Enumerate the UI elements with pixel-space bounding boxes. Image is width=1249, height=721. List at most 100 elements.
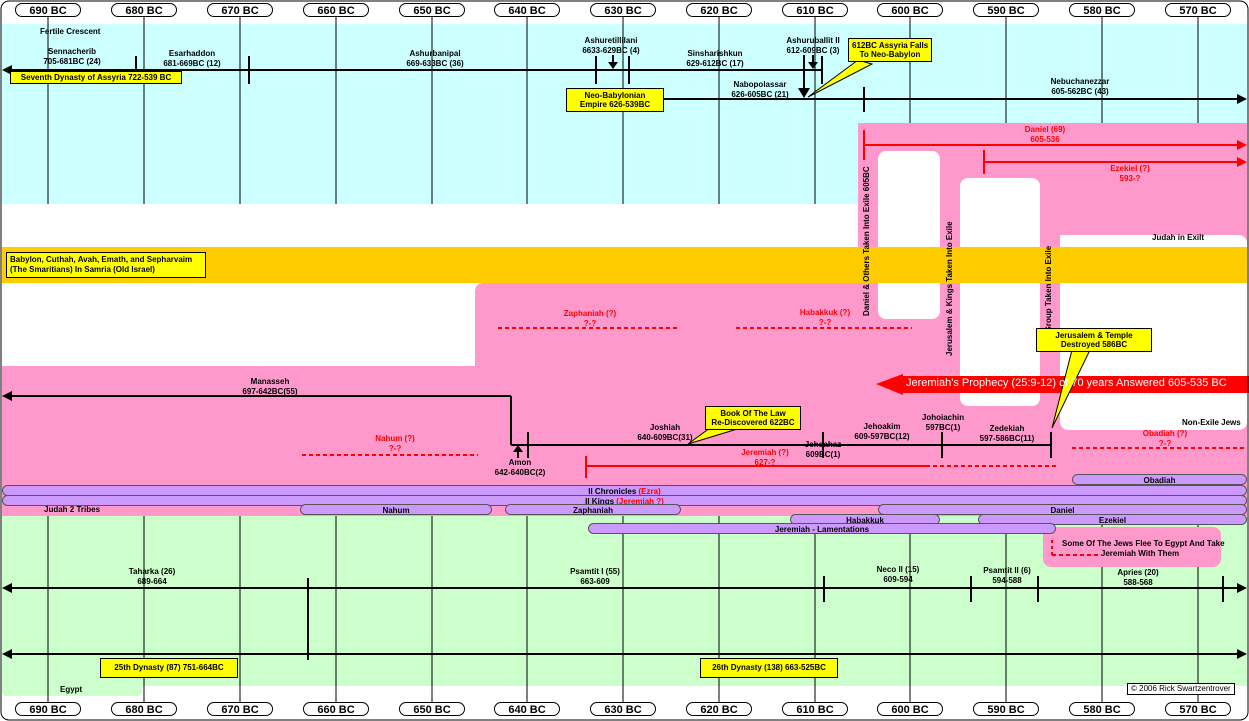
dynasty-26-box: 26th Dynasty (138) 663-525BC: [700, 658, 838, 678]
prophet-nahum: Nahum (?)?-?: [375, 434, 415, 453]
cutout-1: [2, 204, 858, 247]
ashuretillilani-pointer-head: [608, 62, 618, 69]
year-label: 630 BC: [590, 3, 656, 17]
year-label: 590 BC: [973, 3, 1039, 17]
egypt-kings-left-head: [2, 583, 12, 593]
assyria-arrowhead: [2, 65, 12, 75]
egypt-dynasty-left-head: [2, 649, 12, 659]
exile-wave-2: Jerusalem & Kings Taken Into Exile: [945, 221, 954, 356]
judah-region: [2, 283, 1247, 516]
year-label: 660 BC: [303, 702, 369, 716]
dynasty-25-box: 25th Dynasty (87) 751-664BC: [100, 658, 238, 678]
year-label: 690 BC: [15, 702, 81, 716]
year-label: 600 BC: [877, 3, 943, 17]
prophet-daniel: Daniel (69)605-536: [1024, 125, 1066, 144]
copyright: © 2006 Rick Swartzentrover: [1127, 683, 1235, 695]
year-label: 570 BC: [1165, 3, 1231, 17]
year-label: 610 BC: [782, 702, 848, 716]
ashuruballit-pointer-head: [808, 62, 818, 69]
egypt-region: [2, 506, 1247, 686]
prophet-habakkuk: Habakkuk (?)?-?: [799, 308, 851, 327]
book-zaphaniah: Zaphaniah: [505, 504, 681, 515]
samaria-band: [2, 247, 1247, 283]
book-jeremiah: Jeremiah - Lamentations: [588, 523, 1056, 534]
manasseh-arrowhead: [2, 391, 12, 401]
year-label: 640 BC: [494, 3, 560, 17]
assyria-falls-head: [798, 88, 810, 98]
egypt-kings-right-head: [1237, 583, 1247, 593]
book-obadiah: Obadiah: [1072, 474, 1247, 485]
cutout-6: [1060, 235, 1104, 247]
jeremiah-prophecy-text: Jeremiah's Prophecy (25:9-12) of 70 year…: [906, 377, 1227, 389]
judah-2-tribes-label: Judah 2 Tribes: [44, 505, 101, 514]
amon-pointer-head: [513, 445, 523, 452]
falls-callout-pointer: [807, 59, 874, 98]
year-label: 620 BC: [686, 3, 752, 17]
non-exile-label: Non-Exile Jews: [1182, 418, 1241, 427]
book-nahum: Nahum: [300, 504, 492, 515]
year-label: 570 BC: [1165, 702, 1231, 716]
ezekiel-arrowhead: [1237, 157, 1247, 167]
king-psamtit-ii: Psamtit II (6)594-588: [983, 566, 1031, 585]
year-label: 660 BC: [303, 3, 369, 17]
book-ezekiel: Ezekiel: [978, 514, 1247, 525]
fertile-crescent-label: Fertile Crescent: [40, 27, 101, 36]
year-label: 670 BC: [207, 702, 273, 716]
year-label: 580 BC: [1069, 702, 1135, 716]
year-label: 630 BC: [590, 702, 656, 716]
egypt-dynasty-right-head: [1237, 649, 1247, 659]
exile-wave-1: Daniel & Others Taken Into Exile 605BC: [862, 166, 871, 316]
year-label: 580 BC: [1069, 3, 1135, 17]
year-label: 650 BC: [399, 702, 465, 716]
year-label: 680 BC: [111, 702, 177, 716]
fertile-crescent-tab: [2, 24, 142, 38]
year-label: 670 BC: [207, 3, 273, 17]
daniel-arrowhead: [1237, 140, 1247, 150]
samaria-box: Babylon, Cuthah, Avah, Emath, and Sephar…: [6, 252, 206, 278]
king-psamtit-i: Psamtit I (55)663-609: [570, 567, 620, 586]
year-label: 600 BC: [877, 702, 943, 716]
judah-in-exile-label: Judah in Exilt: [1152, 233, 1205, 242]
year-label: 690 BC: [15, 3, 81, 17]
year-label: 610 BC: [782, 3, 848, 17]
assyria-dynasty-box: Seventh Dynasty of Assyria 722-539 BC: [10, 71, 182, 84]
cutout-2: [2, 283, 475, 366]
king-neco-ii: Neco II (15)609-594: [876, 565, 920, 584]
prophecy-arrow: [876, 374, 1249, 395]
prophet-obadiah: Obadiah (?)?-?: [1142, 429, 1188, 448]
year-label: 680 BC: [111, 3, 177, 17]
egypt-label: Egypt: [60, 685, 83, 694]
king-taharka: Taharka (26)689-664: [128, 567, 176, 586]
year-label: 640 BC: [494, 702, 560, 716]
babylon-arrowhead: [1237, 94, 1247, 104]
cutout-4: [960, 178, 1040, 406]
year-label: 620 BC: [686, 702, 752, 716]
prophet-ezekiel: Ezekiel (?)593-?: [1110, 164, 1150, 183]
egypt-flee-region: [1043, 527, 1221, 567]
year-label: 650 BC: [399, 3, 465, 17]
year-label: 590 BC: [973, 702, 1039, 716]
king-apries: Apries (20)588-568: [1117, 568, 1159, 587]
